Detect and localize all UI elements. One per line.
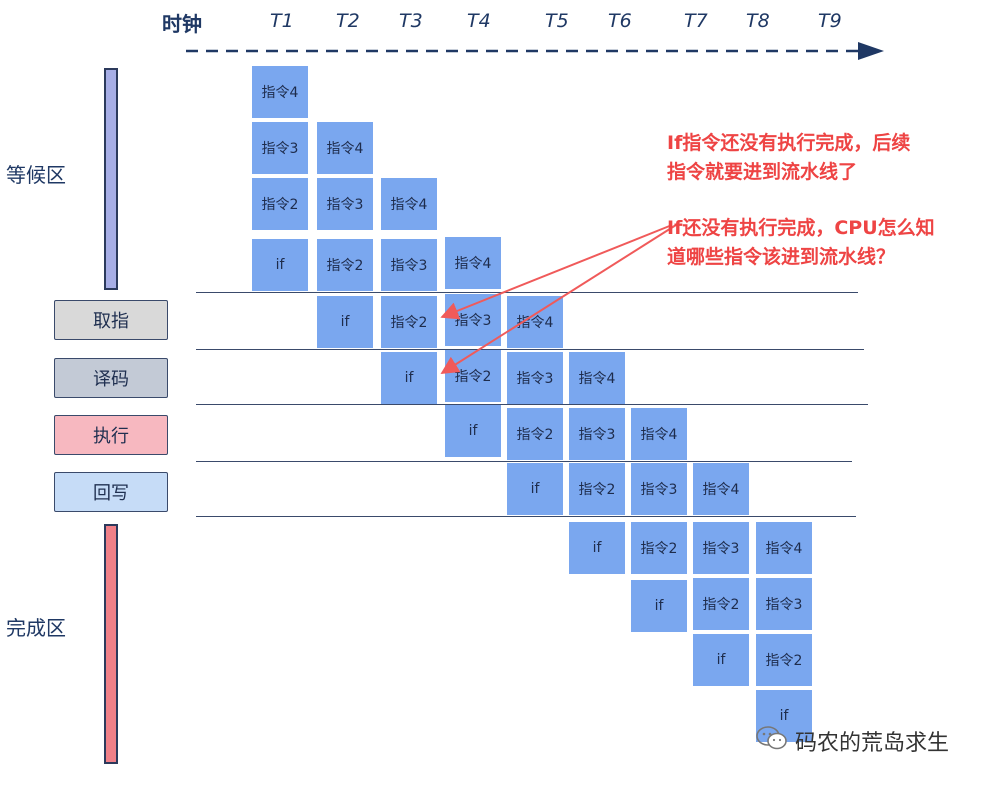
tick-t4: T4	[467, 10, 491, 32]
watermark: 码农的荒岛求生	[755, 724, 949, 758]
cell-instr2: 指令2	[569, 463, 625, 515]
clock-arrow	[186, 42, 884, 60]
cell-instr4: 指令4	[381, 178, 437, 230]
wechat-icon	[755, 724, 789, 758]
stage-writeback: 回写	[54, 472, 168, 512]
cell-instr2: 指令2	[507, 408, 563, 460]
cell-instr2: 指令2	[252, 178, 308, 230]
cell-instr4: 指令4	[252, 66, 308, 118]
watermark-text: 码农的荒岛求生	[795, 731, 950, 756]
tick-t8: T8	[746, 10, 770, 32]
cell-instr3: 指令3	[381, 239, 437, 291]
cell-instr3: 指令3	[569, 408, 625, 460]
annotation-2-line2: 道哪些指令该进到流水线？	[667, 246, 896, 268]
cell-instr3: 指令3	[693, 522, 749, 574]
stage-separator	[196, 404, 868, 405]
completed-zone-label: 完成区	[6, 616, 66, 640]
cell-if: if	[445, 405, 501, 457]
tick-t5: T5	[545, 10, 569, 32]
cell-instr3: 指令3	[507, 352, 563, 404]
cell-if: if	[507, 463, 563, 515]
stage-separator	[196, 349, 864, 350]
tick-t2: T2	[336, 10, 360, 32]
cell-if: if	[381, 352, 437, 404]
clock-title: 时钟	[162, 12, 202, 36]
cell-if: if	[631, 580, 687, 632]
tick-t9: T9	[818, 10, 842, 32]
waiting-zone-bar	[104, 68, 118, 290]
annotation-1-line2: 指令就要进到流水线了	[667, 161, 858, 183]
tick-t6: T6	[608, 10, 632, 32]
annotation-2: If还没有执行完成，CPU怎么知 道哪些指令该进到流水线？	[667, 214, 935, 272]
cell-if: if	[693, 634, 749, 686]
stage-separator	[196, 516, 856, 517]
cell-instr4: 指令4	[569, 352, 625, 404]
cell-instr2: 指令2	[631, 522, 687, 574]
annotation-1: If指令还没有执行完成，后续 指令就要进到流水线了	[667, 129, 910, 187]
cell-instr3: 指令3	[252, 122, 308, 174]
cell-if: if	[317, 296, 373, 348]
annotation-arrows	[440, 224, 677, 374]
stage-execute: 执行	[54, 415, 168, 455]
cell-instr3: 指令3	[631, 463, 687, 515]
cell-instr4: 指令4	[445, 237, 501, 289]
cell-instr2: 指令2	[756, 634, 812, 686]
cell-instr3: 指令3	[317, 178, 373, 230]
stage-fetch: 取指	[54, 300, 168, 340]
annotation-1-line1: If指令还没有执行完成，后续	[667, 132, 911, 154]
tick-t1: T1	[270, 10, 294, 32]
stage-separator	[196, 292, 858, 293]
stage-decode: 译码	[54, 358, 168, 398]
cell-instr4: 指令4	[631, 408, 687, 460]
completed-zone-bar	[104, 524, 118, 764]
cell-if: if	[569, 522, 625, 574]
tick-t3: T3	[399, 10, 423, 32]
cell-instr4: 指令4	[756, 522, 812, 574]
cell-if: if	[756, 690, 812, 742]
cell-instr2: 指令2	[381, 296, 437, 348]
stage-separator	[196, 461, 852, 462]
cell-instr4: 指令4	[317, 122, 373, 174]
cell-instr2: 指令2	[693, 578, 749, 630]
waiting-zone-label: 等候区	[6, 163, 66, 187]
cell-instr2: 指令2	[317, 239, 373, 291]
cell-instr4: 指令4	[693, 463, 749, 515]
tick-t7: T7	[684, 10, 708, 32]
cell-if: if	[252, 239, 308, 291]
annotation-2-line1: If还没有执行完成，CPU怎么知	[667, 217, 935, 239]
cell-instr3: 指令3	[756, 578, 812, 630]
